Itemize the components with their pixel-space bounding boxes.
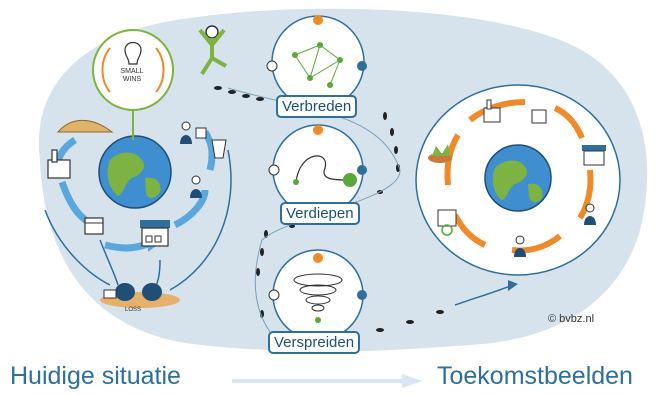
loss-label: LOSS	[125, 307, 142, 313]
waste-pile-icon	[428, 144, 452, 163]
waste-bag-icon	[100, 283, 180, 308]
market-stall-icon	[582, 145, 606, 166]
copyright-text: © bvbz.nl	[548, 313, 595, 325]
person-icon	[180, 121, 227, 159]
person-icon	[266, 60, 278, 72]
verbreden-stage	[266, 15, 367, 109]
arrow-stall-to-person	[173, 189, 209, 229]
box-icon	[531, 109, 547, 124]
globe-icon	[484, 144, 552, 212]
sand-pile-icon	[56, 119, 114, 133]
person-icon	[190, 175, 202, 198]
waste-arrow-1	[44, 209, 111, 286]
trail-arrow-head	[508, 280, 518, 291]
person-icon	[268, 289, 280, 301]
person-icon	[584, 203, 596, 225]
factory-icon	[47, 149, 71, 179]
recycle-icon	[437, 209, 457, 236]
person-icon	[357, 61, 367, 71]
verdiepen-stage	[268, 124, 367, 216]
box-icon	[84, 217, 104, 235]
person-icon	[514, 235, 526, 257]
loop-arrow	[295, 155, 349, 183]
verdiepen-label: Verdiepen	[280, 202, 360, 225]
waste-arrow-2	[99, 239, 119, 286]
jumping-person-icon	[198, 25, 227, 76]
lightbulb-icon	[124, 41, 142, 65]
factory-icon	[483, 99, 501, 123]
person-icon	[357, 290, 367, 300]
caption-arrow	[232, 374, 422, 388]
small-wins-text: SMALL WINS	[120, 68, 144, 83]
globe-icon	[98, 135, 172, 209]
market-stall-icon	[140, 220, 170, 247]
small-wins-bubble	[92, 29, 174, 140]
current-situation-cycle	[44, 29, 232, 308]
current-situation-caption: Huidige situatie	[10, 362, 181, 390]
person-icon	[357, 165, 367, 175]
spiral-icon	[293, 273, 343, 312]
person-icon	[313, 253, 323, 263]
verspreiden-label: Verspreiden	[268, 331, 361, 354]
waste-arrow-4	[169, 149, 232, 291]
future-images-caption: Toekomstbeelden	[437, 362, 633, 390]
person-icon	[313, 125, 323, 135]
trail-arrow	[454, 285, 511, 306]
future-cycle	[415, 84, 621, 276]
network-icon	[292, 42, 343, 88]
verbreden-label: Verbreden	[276, 95, 358, 118]
person-icon	[268, 164, 280, 176]
person-icon	[313, 15, 323, 25]
